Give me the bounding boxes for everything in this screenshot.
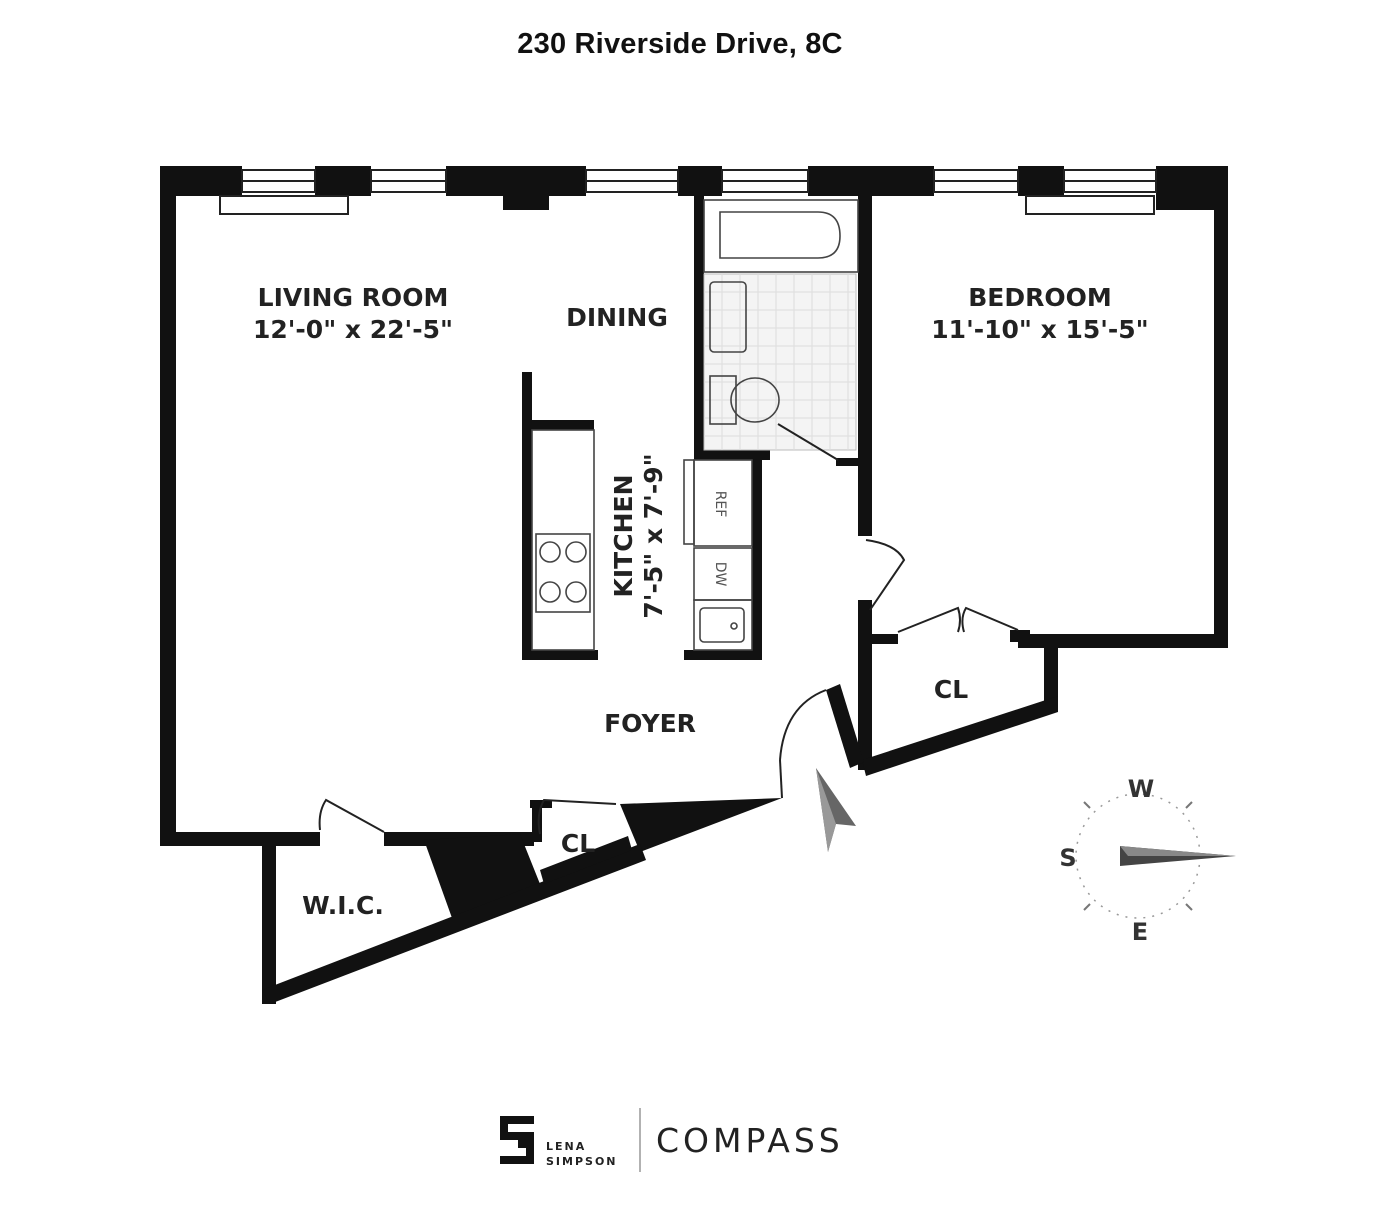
compass-rose-icon: W S E (1059, 775, 1236, 946)
lena-simpson-logo-icon (500, 1116, 534, 1164)
bedroom-label: BEDROOM (968, 283, 1112, 312)
entry-closet-label: CL (561, 829, 595, 858)
compass-s: S (1059, 844, 1076, 872)
bedroom-closet-label: CL (934, 675, 968, 704)
living-room-size: 12'-0" x 22'-5" (253, 315, 453, 344)
compass-w: W (1128, 775, 1154, 803)
kitchen-label: KITCHEN (609, 475, 638, 598)
bathroom (703, 199, 859, 461)
entrance-arrow-icon (816, 768, 856, 852)
compass-e: E (1132, 918, 1148, 946)
wic-label: W.I.C. (302, 891, 384, 920)
plan-title: 230 Riverside Drive, 8C (517, 28, 843, 60)
windows (219, 169, 1157, 215)
foyer-label: FOYER (604, 709, 696, 738)
dw-label: DW (712, 562, 728, 587)
brokerage-name: COMPASS (656, 1121, 844, 1160)
kitchen-fixtures (531, 429, 753, 651)
living-room-label: LIVING ROOM (258, 283, 449, 312)
bedroom-size: 11'-10" x 15'-5" (931, 315, 1148, 344)
kitchen-size: 7'-5" x 7'-9" (639, 453, 668, 618)
exterior-walls (160, 166, 1228, 1004)
agent-name-line1: LENA (546, 1140, 586, 1153)
dining-label: DINING (566, 303, 668, 332)
brand-footer: LENA SIMPSON COMPASS (500, 1108, 844, 1172)
agent-name-line2: SIMPSON (546, 1155, 618, 1168)
doors (318, 539, 1019, 835)
ref-label: REF (712, 491, 728, 518)
